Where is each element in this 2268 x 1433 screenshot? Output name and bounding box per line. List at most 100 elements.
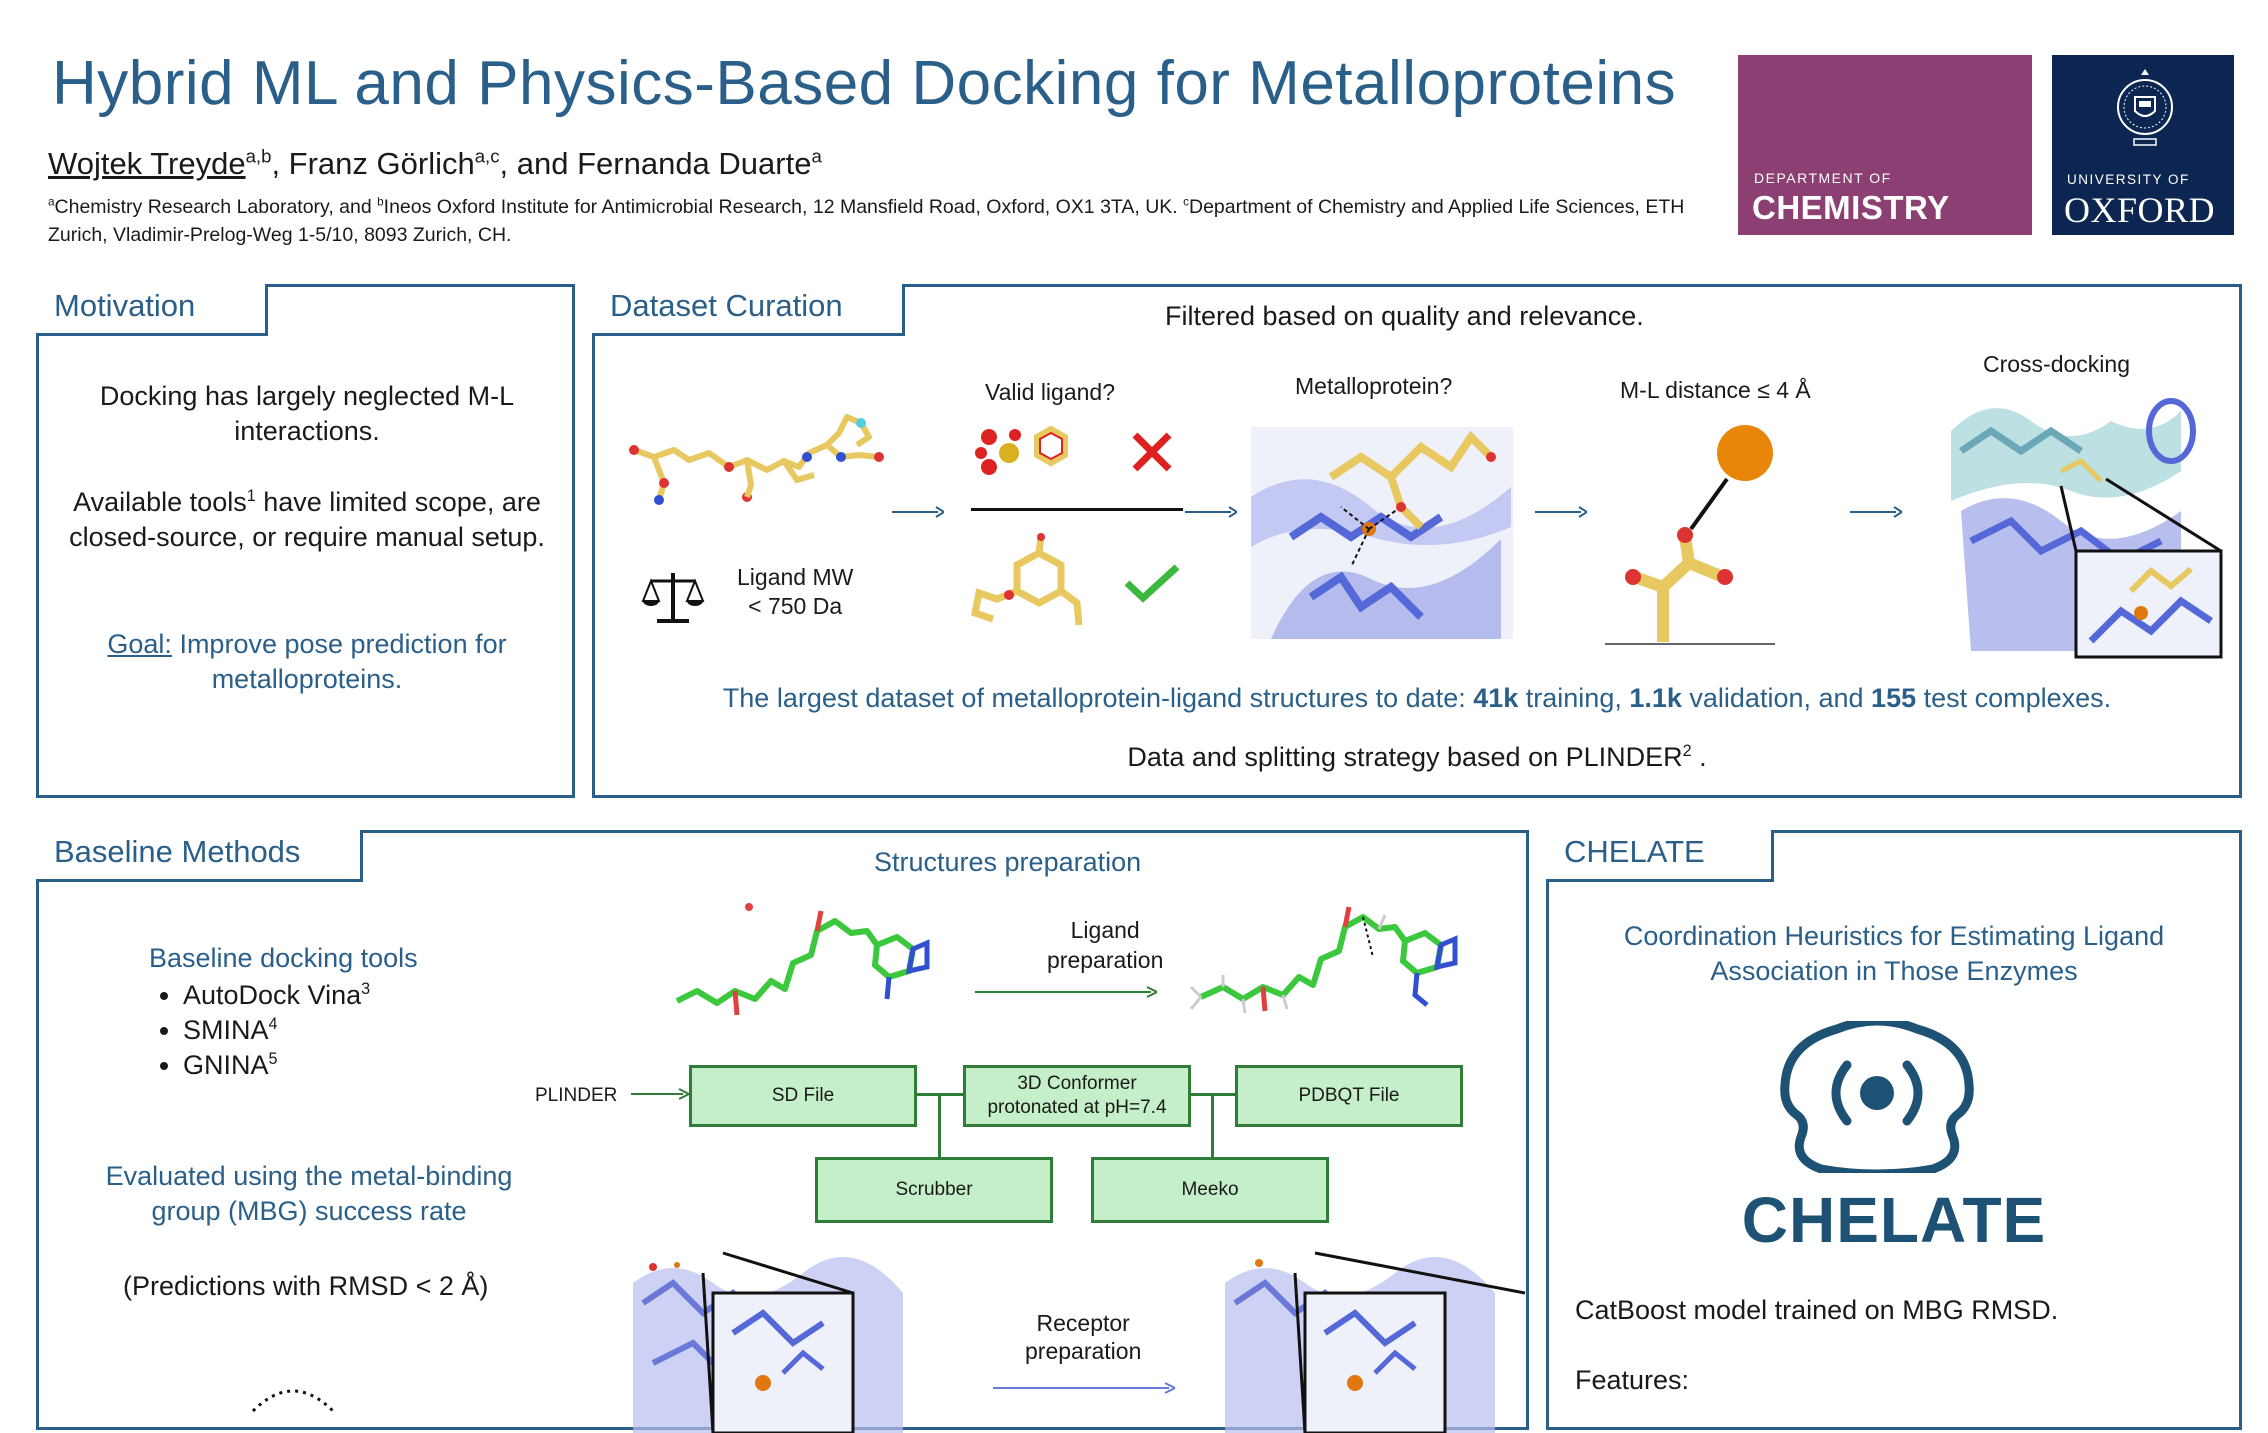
chem-logo-small: DEPARTMENT OF — [1754, 170, 1892, 186]
tool-name: SMINA — [183, 1015, 269, 1045]
receptor-after-structure-icon — [1225, 1251, 1526, 1433]
dataset-subtitle: Filtered based on quality and relevance. — [1165, 301, 1644, 331]
metal-ligand-distance-icon — [1605, 425, 1775, 645]
summary-text: training, — [1518, 683, 1630, 713]
chelate-model-text: CatBoost model trained on MBG RMSD. — [1575, 1295, 2059, 1325]
flow-arrow-icon — [1185, 506, 1237, 518]
pdbqt-file-box: PDBQT File — [1235, 1065, 1463, 1127]
invalid-fragments-icon — [975, 425, 1068, 475]
ligand-molecule-icon — [629, 414, 884, 505]
balance-scale-icon — [641, 573, 705, 623]
author-sup: a — [811, 145, 822, 167]
flow-arrow-icon — [975, 986, 1157, 998]
ref-sup: 4 — [268, 1015, 278, 1033]
rmsd-criterion: (Predictions with RMSD < 2 Å) — [123, 1271, 489, 1301]
author-sup: a,c — [474, 145, 500, 167]
goal-text: Improve pose prediction for metalloprote… — [171, 629, 507, 694]
summary-count: 1.1k — [1629, 683, 1682, 713]
chelate-acronym: Coordination Heuristics for Estimating L… — [1623, 921, 2165, 986]
summary-count: 41k — [1473, 683, 1519, 713]
chem-logo-big: CHEMISTRY — [1752, 189, 1950, 226]
cross-icon — [1132, 432, 1172, 472]
flow-arrow-icon — [631, 1088, 689, 1100]
metalloprotein-structure-icon — [1251, 427, 1513, 639]
motivation-point-1: Docking has largely neglected M-L intera… — [99, 381, 515, 446]
author-sup: a,b — [245, 145, 272, 167]
affil-sup: a — [48, 195, 55, 209]
motivation-point-2: Available tools1 have limited scope, are… — [69, 485, 545, 555]
valid-ligand-label: Valid ligand? — [985, 379, 1116, 405]
dataset-tab: Dataset Curation — [592, 284, 905, 336]
baseline-tab: Baseline Methods — [36, 830, 363, 882]
author-list: Wojtek Treydea,b, Franz Görlicha,c, and … — [48, 146, 822, 182]
ligand-mw-label: Ligand MW < 750 Da — [737, 564, 854, 619]
ox-logo-small: UNIVERSITY OF — [2067, 172, 2190, 187]
list-item: GNINA5 — [183, 1048, 370, 1083]
chemistry-department-logo: DEPARTMENT OF CHEMISTRY — [1738, 55, 2032, 235]
baseline-methods-panel: Baseline Methods Baseline docking tools … — [36, 830, 1529, 1433]
author-name: , and Fernanda Duarte — [499, 146, 812, 181]
tool-name: GNINA — [183, 1050, 269, 1080]
baseline-tools-list: AutoDock Vina3 SMINA4 GNINA5 — [149, 978, 370, 1083]
evaluation-text: Evaluated using the metal-binding group … — [105, 1161, 513, 1226]
flow-connector — [1211, 1095, 1214, 1159]
affil-sup: c — [1183, 195, 1189, 209]
conformer-box: 3D Conformer protonated at pH=7.4 — [963, 1065, 1191, 1127]
flow-arrow-icon — [1850, 506, 1902, 518]
ref-sup: 1 — [246, 487, 256, 505]
oxford-crest-icon — [2117, 69, 2173, 146]
summary-count: 155 — [1871, 683, 1917, 713]
affil-sup: b — [377, 195, 384, 209]
motivation-text: Available tools — [73, 487, 247, 517]
check-icon — [1124, 564, 1180, 603]
flow-connector — [917, 1093, 1001, 1096]
flow-arrow-icon — [1535, 506, 1587, 518]
ligand-after-molecule-icon — [1189, 906, 1458, 1014]
chelate-logo-text: CHELATE — [1741, 1184, 2047, 1256]
motivation-text: have limited scope, are closed-source, o… — [69, 487, 545, 552]
structures-prep-heading: Structures preparation — [874, 847, 1142, 877]
receptor-before-structure-icon — [633, 1251, 903, 1433]
footer-text: . — [1691, 742, 1707, 772]
poster-title: Hybrid ML and Physics-Based Docking for … — [52, 49, 1677, 118]
flow-arrow-icon — [993, 1382, 1175, 1394]
summary-text: The largest dataset of metalloprotein-li… — [722, 683, 1474, 713]
chelate-tab: CHELATE — [1546, 830, 1774, 882]
sd-file-box: SD File — [689, 1065, 917, 1127]
ligand-prep-label: Ligand preparation — [1047, 917, 1164, 973]
affil-text: Ineos Oxford Institute for Antimicrobial… — [383, 196, 1184, 218]
cross-docking-label: Cross-docking — [1983, 351, 2130, 377]
oxford-logo: UNIVERSITY OF OXFORD — [2052, 55, 2234, 235]
chelate-features-label: Features: — [1575, 1365, 1690, 1395]
plinder-label: PLINDER — [535, 1085, 618, 1106]
ml-distance-label: M-L distance ≤ 4 Å — [1620, 377, 1811, 403]
baseline-tools-heading: Baseline docking tools — [149, 943, 418, 973]
valid-ligand-molecule-icon — [970, 533, 1083, 626]
tool-name: AutoDock Vina — [183, 980, 362, 1010]
footer-text: Data and splitting strategy based on PLI… — [1127, 742, 1683, 772]
affiliations: aChemistry Research Laboratory, and bIne… — [48, 193, 1708, 249]
affil-text: Department of Chemistry and Applied Life… — [48, 196, 1685, 246]
receptor-prep-label: Receptor preparation — [1025, 1310, 1142, 1364]
flow-connector — [1191, 1093, 1235, 1096]
list-item: AutoDock Vina3 — [183, 978, 370, 1013]
motivation-tab: Motivation — [36, 284, 268, 336]
ligand-before-molecule-icon — [675, 903, 930, 1016]
ref-sup: 2 — [1682, 742, 1692, 760]
dataset-summary: The largest dataset of metalloprotein-li… — [595, 683, 2239, 714]
motivation-goal: Goal: Improve pose prediction for metall… — [69, 627, 545, 697]
author-name: , Franz Görlich — [271, 146, 475, 181]
chelate-panel: CHELATE Coordination Heuristics for Esti… — [1546, 830, 2242, 1430]
author-name: Wojtek Treyde — [48, 146, 246, 181]
fraction-divider — [971, 508, 1183, 511]
cross-docking-structure-icon — [1951, 398, 2223, 659]
goal-label: Goal: — [107, 629, 172, 659]
dotted-arc-icon — [251, 1389, 335, 1413]
summary-text: test complexes. — [1916, 683, 2112, 713]
ox-logo-big: OXFORD — [2064, 190, 2216, 230]
ref-sup: 3 — [361, 980, 371, 998]
summary-text: validation, and — [1681, 683, 1872, 713]
flow-arrow-icon — [892, 506, 944, 518]
meeko-box: Meeko — [1091, 1157, 1329, 1223]
flow-connector — [938, 1095, 941, 1159]
